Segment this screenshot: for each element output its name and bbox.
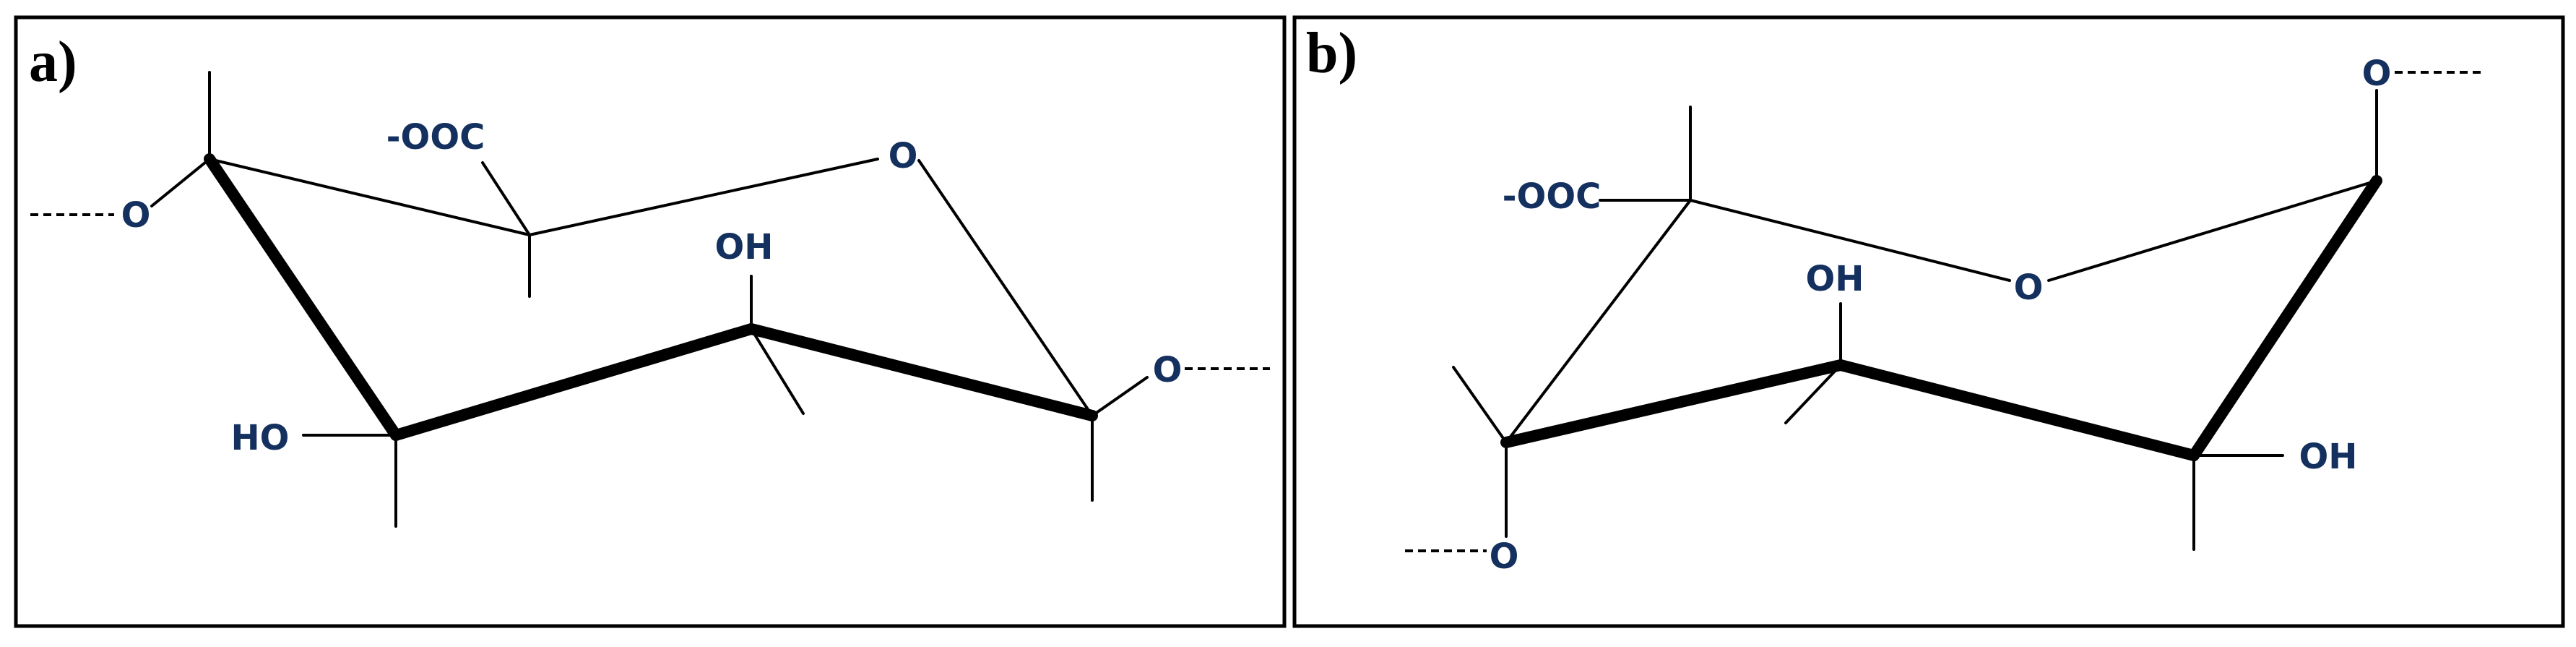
bond-c3-down <box>1784 364 1842 424</box>
atom-hydroxyl-top: OH <box>1806 259 1864 299</box>
bond-c5-c4 <box>1505 199 1692 444</box>
bond-c4-link-o <box>150 158 211 207</box>
atom-ring-oxygen: O <box>2014 267 2044 308</box>
bond-ring-o-c1 <box>2047 179 2378 282</box>
bond-c4-up <box>1452 366 1508 444</box>
bond-c1-link-o <box>1091 376 1149 417</box>
panel-a: a) O O O -OO <box>14 15 1287 628</box>
panel-a-label: a) <box>29 30 77 94</box>
atom-carboxylate: -OOC <box>1503 176 1602 217</box>
atom-link-oxygen-top: O <box>2362 53 2392 94</box>
panel-b-bonds <box>1405 71 2484 552</box>
panel-b: b) O O O -OOC <box>1292 15 2565 628</box>
bond-c2-down <box>750 327 805 415</box>
atom-ring-oxygen: O <box>889 136 918 176</box>
bond-c4-c3-wedge <box>1500 359 1846 448</box>
bond-c3-c2-wedge <box>1835 359 2200 461</box>
panel-a-frame <box>14 15 1287 628</box>
bond-c2-c1-wedge <box>2188 175 2382 461</box>
bond-c5-carboxylate <box>481 161 531 236</box>
bond-c5-ring-o <box>1689 199 2011 282</box>
atom-carboxylate: -OOC <box>386 117 485 158</box>
panel-b-label: b) <box>1306 22 1357 85</box>
panel-a-atoms: O O O -OOC OH HO <box>121 117 1183 458</box>
atom-hydroxyl-left: HO <box>231 418 290 458</box>
atom-link-oxygen-bottom: O <box>1490 536 1519 577</box>
bond-c2-c1-wedge <box>745 323 1098 421</box>
bond-c3-c2-wedge <box>390 323 757 441</box>
atom-link-oxygen-left: O <box>121 195 151 236</box>
panel-b-atoms: O O O -OOC OH OH <box>1490 53 2392 577</box>
bond-ring-o-c1 <box>917 159 1094 417</box>
bond-c4-c3-wedge <box>204 153 402 441</box>
panel-a-bonds <box>30 71 1270 528</box>
atom-link-oxygen-right: O <box>1153 350 1183 390</box>
bond-c4-c5 <box>208 158 531 236</box>
panel-b-frame <box>1292 15 2565 628</box>
atom-hydroxyl-right: OH <box>2299 437 2358 477</box>
bond-c5-ring-o <box>528 158 879 236</box>
atom-hydroxyl-top: OH <box>715 227 774 267</box>
